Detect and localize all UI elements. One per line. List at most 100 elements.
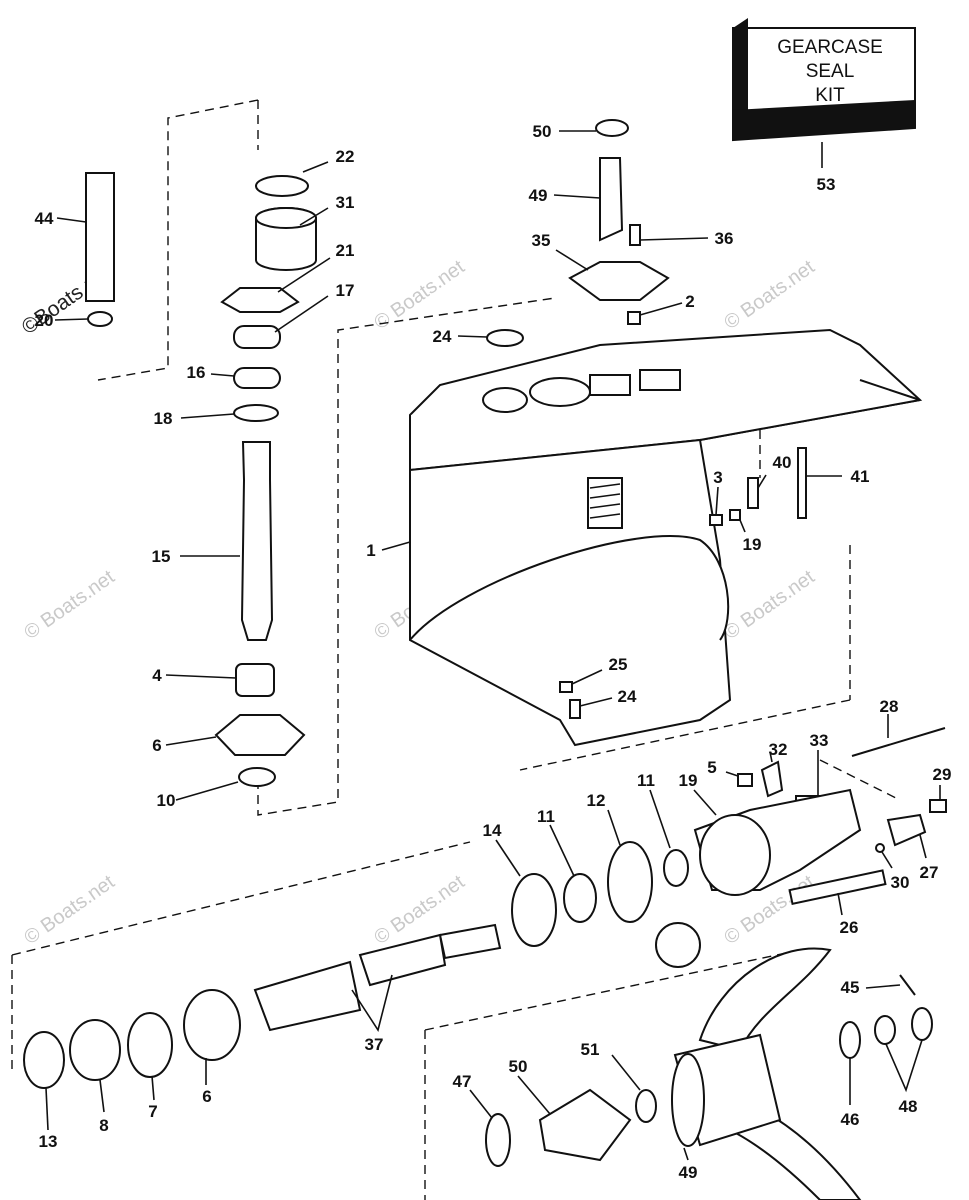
part-10-bearing [563, 873, 597, 923]
gearcase-housing [409, 328, 923, 747]
leader-16 [210, 373, 235, 377]
callout-47: 49 [529, 186, 548, 205]
part-11-seal [663, 849, 689, 887]
leader-7 [151, 1075, 155, 1101]
callout-6-forward: 6 [202, 1087, 211, 1106]
decal-symbol [655, 922, 701, 968]
part-37-sleeve [358, 933, 447, 987]
callout-10: 11 [537, 807, 555, 826]
leader-18 [180, 413, 235, 419]
leader-3 [715, 486, 719, 516]
leader-36 [639, 237, 709, 241]
leader-40 [757, 474, 767, 489]
leader-10 [549, 824, 575, 877]
part-44-washer [839, 1021, 861, 1059]
callout-14: 14 [483, 821, 502, 840]
part-46-cap [911, 1007, 933, 1041]
part-7-clutch [127, 1012, 173, 1078]
kit-number: 53 [817, 175, 836, 194]
callout-9: 10 [157, 791, 176, 810]
callout-11: 11 [637, 771, 655, 790]
callout-16: 16 [187, 363, 206, 382]
part-41-bolt [797, 447, 807, 519]
part-47-tube [599, 157, 624, 242]
leader-22 [277, 257, 331, 293]
leader-17 [274, 295, 329, 333]
callout-44: 46 [841, 1110, 860, 1129]
leader-19 [693, 789, 717, 816]
part-37-spline [438, 923, 502, 960]
part-6-forward-gear [183, 989, 241, 1061]
leader-8 [99, 1079, 105, 1113]
leader-1 [381, 541, 411, 551]
callout-3: 3 [713, 468, 722, 487]
gearcase-bore [482, 387, 528, 413]
callout-19: 19 [679, 771, 698, 790]
gearcase-port [589, 374, 631, 396]
leader-23 [302, 161, 329, 173]
part-45-washer [485, 1113, 511, 1167]
leader-11 [649, 789, 671, 849]
part-15-driveshaft [240, 441, 274, 641]
part-2-plug [627, 311, 641, 325]
leader-27 [837, 892, 843, 916]
callout-32: 31 [336, 193, 355, 212]
callout-34: 33 [810, 731, 829, 750]
callout-36: 36 [715, 229, 734, 248]
part-49-hub-face [671, 1053, 705, 1147]
gearcase-torpedo [409, 535, 730, 641]
part-19-carrier-face [699, 814, 771, 896]
propeller-parts [485, 947, 933, 1200]
watermark: © Boats.net [720, 566, 819, 644]
group-outline-driveshaft [97, 99, 556, 816]
part-51-ring [635, 1089, 657, 1123]
callout-30: 29 [933, 765, 952, 784]
callout-49: 49 [679, 1163, 698, 1182]
part-23-o-ring [255, 175, 309, 197]
callout-20: 19 [743, 535, 762, 554]
watermark: © Boats.net [720, 256, 819, 334]
callout-2: 2 [685, 292, 694, 311]
callout-12: 12 [587, 791, 606, 810]
part-25-screw [569, 699, 581, 719]
part-18-ring [233, 404, 279, 422]
part-28-lever [886, 813, 927, 847]
leader-12 [607, 809, 621, 846]
part-4-bearing [235, 663, 275, 697]
leader-31 [881, 851, 893, 869]
leader-2 [639, 302, 683, 316]
part-12-ring [607, 841, 653, 923]
callout-17: 17 [336, 281, 355, 300]
callout-18: 18 [154, 409, 173, 428]
leader-32 [299, 207, 329, 226]
propshaft-parts [23, 788, 862, 1089]
part-30-screw [929, 799, 947, 813]
callout-40: 40 [773, 453, 792, 472]
callout-24: 24 [433, 327, 452, 346]
part-17-bearing [233, 325, 281, 349]
part-48-grommet [595, 119, 629, 137]
leader-4 [165, 674, 237, 679]
group-outline-layer [11, 99, 901, 1200]
part-36-screw [629, 224, 641, 246]
part-50-spacer [538, 1088, 632, 1162]
group-outline-lever [759, 430, 901, 801]
top-parts [486, 119, 670, 347]
part-37-propshaft [253, 960, 362, 1032]
callout-35: 35 [532, 231, 551, 250]
part-35-plate [568, 261, 670, 301]
callout-6-pinion: 6 [152, 736, 161, 755]
callout-7: 7 [148, 1102, 157, 1121]
gearcase-port [639, 369, 681, 391]
grille-slots [589, 483, 621, 519]
part-42-tube [85, 172, 115, 302]
part-24-ring [486, 329, 524, 347]
callout-48: 50 [533, 122, 552, 141]
leader-5 [725, 771, 739, 777]
part-29-rod [851, 727, 946, 757]
callout-27: 26 [840, 918, 859, 937]
kit-box-bottom [733, 100, 915, 140]
leader-25 [579, 697, 613, 707]
part-9-washer [238, 767, 276, 787]
